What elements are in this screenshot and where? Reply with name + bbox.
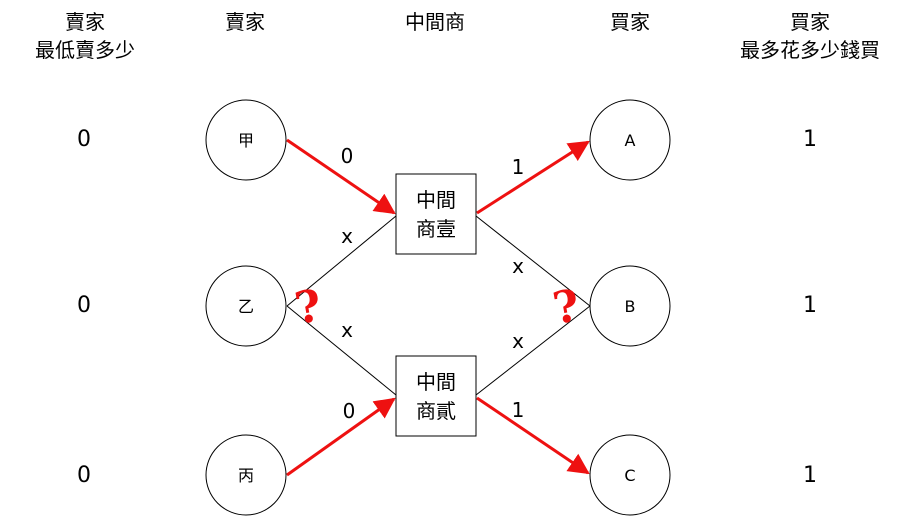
header-buyer-max: 買家 最多花多少錢買: [715, 8, 905, 64]
edge-label-jia-to-m1: 0: [341, 144, 354, 168]
arrow-m1-to-a: [476, 140, 590, 215]
header-seller-min-line1: 賣家: [65, 10, 105, 34]
buyer-max-value-c: 1: [803, 463, 817, 488]
seller-min-value-bing: 0: [77, 463, 91, 488]
middleman-2-line1: 中間: [416, 370, 456, 394]
middleman-1-line1: 中間: [416, 188, 456, 212]
seller-node-bing: [205, 434, 287, 516]
buyer-node-a: [589, 99, 671, 181]
header-sellers: 賣家: [225, 10, 265, 34]
seller-node-yi: [205, 265, 287, 347]
middleman-box-2: [395, 355, 477, 437]
middleman-1-line2: 商壹: [416, 217, 456, 241]
edge-m1-to-b: [475, 215, 591, 307]
header-buyers: 買家: [610, 10, 650, 34]
seller-min-value-yi: 0: [77, 293, 91, 318]
edge-label-m1-to-a: 1: [512, 155, 525, 179]
buyer-node-b-label: B: [625, 297, 636, 316]
question-mark-seller-yi: ?: [291, 280, 325, 335]
edge-label-m2-to-b: x: [512, 329, 524, 353]
buyer-node-c: [589, 434, 671, 516]
arrow-m2-to-c: [476, 396, 590, 475]
buyer-node-b: [589, 265, 671, 347]
edge-label-yi-to-m1: x: [341, 224, 353, 248]
header-seller-min-line2: 最低賣多少: [35, 38, 135, 62]
edge-label-m1-to-b: x: [512, 254, 524, 278]
edge-label-m2-to-c: 1: [512, 398, 525, 422]
header-middlemen: 中間商: [405, 10, 465, 34]
buyer-max-value-a: 1: [803, 127, 817, 152]
seller-node-jia: [205, 99, 287, 181]
seller-node-yi-label: 乙: [238, 297, 254, 316]
edge-yi-to-m2: [286, 305, 397, 396]
edge-m2-to-b: [475, 305, 591, 396]
buyer-max-value-b: 1: [803, 293, 817, 318]
buyer-node-a-label: A: [625, 131, 636, 150]
seller-node-jia-label: 甲: [238, 131, 254, 150]
question-mark-buyer-b: ?: [549, 280, 583, 335]
middleman-2-line2: 商貳: [416, 399, 456, 423]
seller-node-bing-label: 丙: [238, 466, 254, 485]
middleman-box-1: [395, 173, 477, 255]
arrow-jia-to-m1: [286, 138, 396, 215]
header-buyer-max-line2: 最多花多少錢買: [740, 38, 880, 62]
buyer-node-c-label: C: [624, 466, 635, 485]
seller-min-value-jia: 0: [77, 127, 91, 152]
edge-label-yi-to-m2: x: [341, 318, 353, 342]
edge-yi-to-m1: [286, 215, 397, 307]
header-seller-min: 賣家 最低賣多少: [20, 8, 150, 64]
arrow-bing-to-m2: [286, 397, 396, 477]
edge-label-bing-to-m2: 0: [343, 399, 356, 423]
header-buyer-max-line1: 買家: [790, 10, 830, 34]
